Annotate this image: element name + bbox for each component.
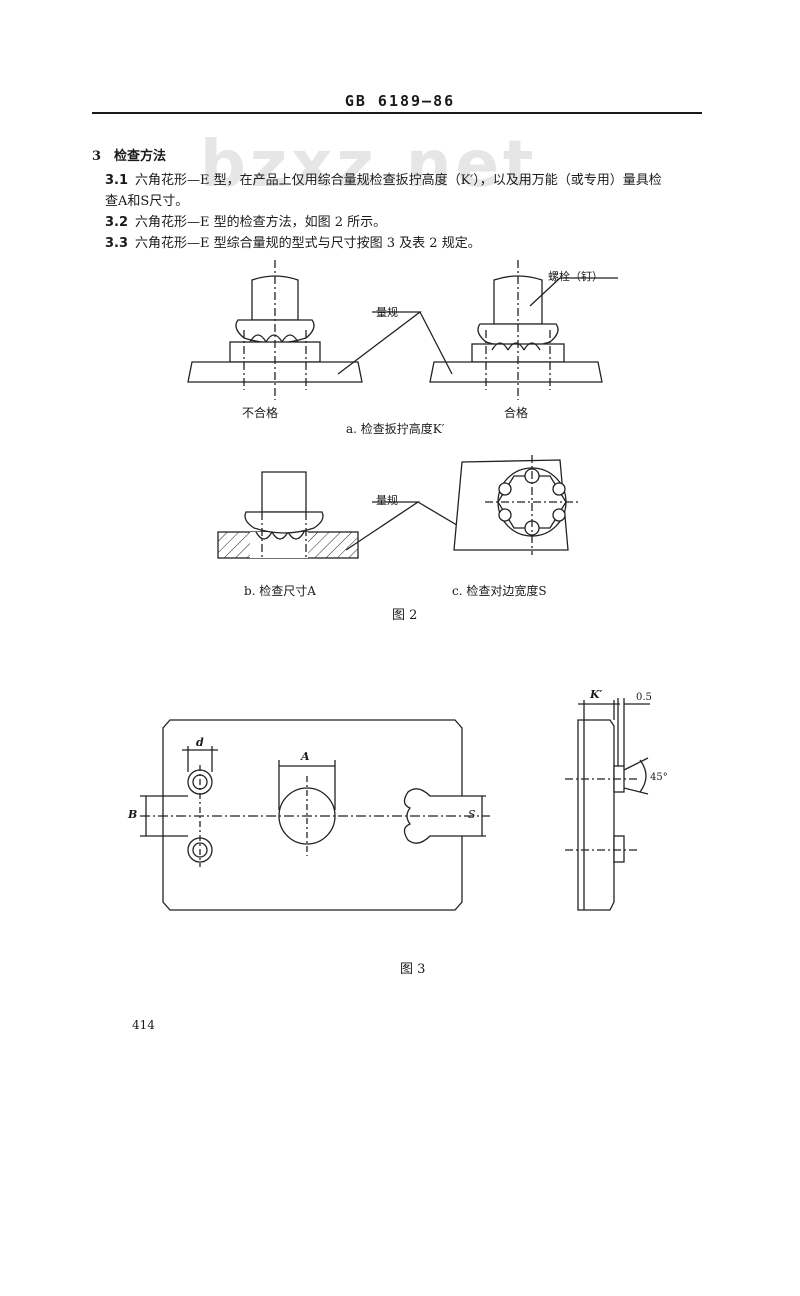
figure-3-title: 图 3 — [400, 962, 426, 977]
section-heading: 3 检查方法 — [92, 145, 166, 164]
clause-text-continued: 查A和S尺寸。 — [105, 194, 189, 209]
caption-c: c. 检查对边宽度S — [452, 584, 547, 598]
caption-a: a. 检查扳拧高度K′ — [346, 422, 445, 436]
dim-A: A — [301, 750, 310, 763]
clause-text: 六角花形—E 型综合量规的型式与尺寸按图 3 及表 2 规定。 — [135, 236, 481, 251]
caption-b: b. 检查尺寸A — [244, 584, 316, 598]
clause-3-2: 3.2 六角花形—E 型的检查方法，如图 2 所示。 — [105, 212, 705, 234]
figure-2-drawing — [187, 260, 618, 560]
header-rule — [92, 112, 702, 114]
page-number: 414 — [132, 1018, 155, 1032]
standard-code: GB 6189—86 — [344, 92, 456, 110]
watermark: bzxz.net — [200, 128, 538, 202]
bolt-on-gauge-not-acceptable — [187, 260, 363, 400]
dim-d: d — [196, 736, 204, 749]
clause-number: 3.2 — [105, 215, 129, 230]
figure-2-title: 图 2 — [392, 608, 418, 623]
dim-B: B — [128, 808, 138, 821]
label-bolt: 螺栓（钉） — [548, 270, 603, 283]
bolt-on-gauge-acceptable — [429, 260, 603, 400]
clause-text: 六角花形—E 型，在产品上仅用综合量规检查扳拧高度（K′），以及用万能（或专用）… — [135, 173, 662, 188]
dim-angle: 45° — [650, 772, 668, 783]
clause-3-1: 3.1 六角花形—E 型，在产品上仅用综合量规检查扳拧高度（K′），以及用万能（或… — [105, 170, 705, 192]
dim-gap: 0.5 — [636, 692, 652, 703]
label-gauge: 量规 — [376, 306, 398, 319]
label-gauge-b: 量规 — [376, 494, 398, 507]
clause-3-1-cont: 查A和S尺寸。 — [105, 191, 705, 213]
dim-S: S — [468, 808, 476, 821]
label-not-acceptable: 不合格 — [242, 406, 279, 420]
bolt-in-hatched-gauge — [217, 471, 359, 560]
hex-socket-in-gauge — [453, 455, 580, 555]
section-number: 3 — [92, 149, 102, 164]
clause-number: 3.3 — [105, 236, 129, 251]
section-title: 检查方法 — [114, 149, 167, 164]
clause-3-3: 3.3 六角花形—E 型综合量规的型式与尺寸按图 3 及表 2 规定。 — [105, 233, 705, 255]
clause-text: 六角花形—E 型的检查方法，如图 2 所示。 — [135, 215, 387, 230]
clause-number: 3.1 — [105, 173, 129, 188]
figure-3-drawing — [140, 698, 650, 911]
dim-K-prime: K′ — [590, 688, 603, 701]
label-acceptable: 合格 — [504, 406, 529, 420]
